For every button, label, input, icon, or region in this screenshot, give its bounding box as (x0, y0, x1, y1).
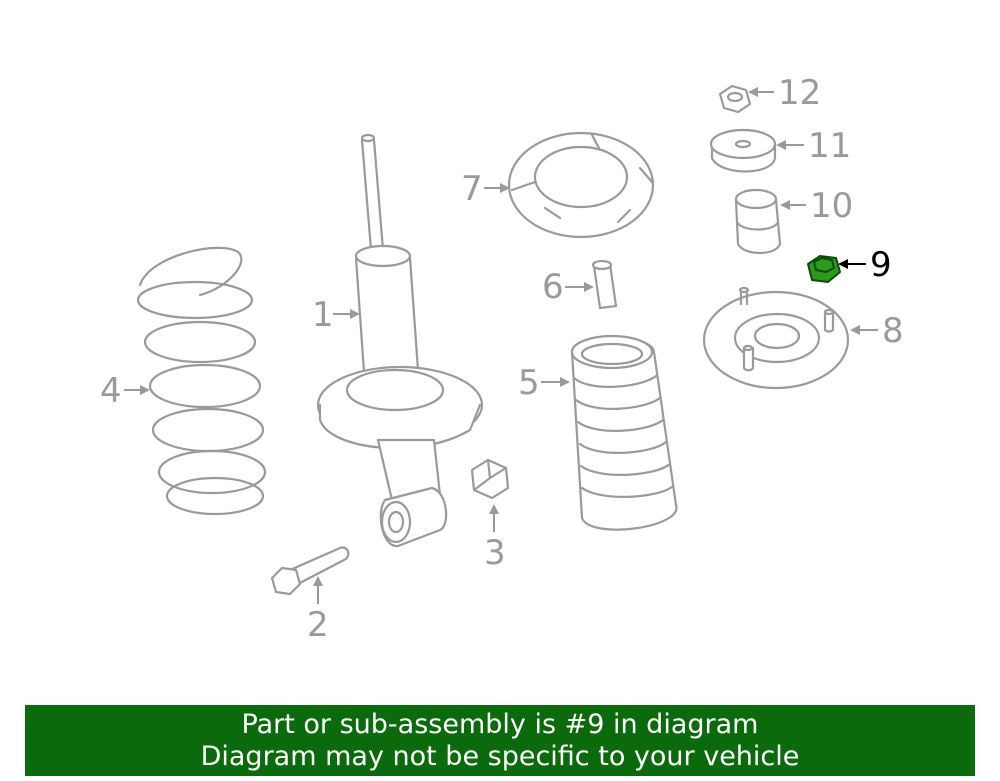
bushing-part[interactable] (734, 188, 782, 255)
svg-text:2: 2 (307, 605, 329, 645)
callout-9: 9 (838, 245, 892, 285)
spring-seat-part[interactable] (507, 131, 655, 239)
callout-7: 7 (461, 169, 510, 209)
svg-text:11: 11 (808, 126, 851, 166)
coil-spring-part[interactable] (136, 246, 267, 516)
svg-text:4: 4 (100, 371, 122, 411)
svg-text:7: 7 (461, 169, 483, 209)
callout-2: 2 (307, 576, 329, 645)
strut-assembly-part[interactable] (316, 133, 484, 548)
banner-line-2: Diagram may not be specific to your vehi… (200, 741, 800, 772)
info-banner: Part or sub-assembly is #9 in diagram Di… (25, 705, 975, 776)
svg-text:6: 6 (542, 267, 564, 307)
bump-stop-part[interactable] (591, 259, 618, 310)
callout-4: 4 (100, 371, 150, 411)
svg-text:12: 12 (778, 73, 821, 113)
callout-6: 6 (542, 267, 594, 307)
callout-8: 8 (850, 311, 904, 351)
callout-12: 12 (748, 73, 821, 113)
top-nut-part[interactable] (718, 84, 752, 114)
banner-line-1: Part or sub-assembly is #9 in diagram (241, 709, 759, 740)
callout-1: 1 (312, 295, 360, 335)
highlighted-nut-part[interactable] (807, 255, 841, 283)
strut-mount-part[interactable] (702, 286, 850, 390)
callout-3: 3 (484, 504, 506, 573)
washer-part[interactable] (709, 128, 777, 173)
dust-boot-part[interactable] (570, 334, 678, 531)
callout-11: 11 (776, 126, 851, 166)
svg-text:10: 10 (810, 186, 853, 226)
callout-5: 5 (518, 363, 570, 403)
svg-text:9: 9 (870, 245, 892, 285)
svg-text:5: 5 (518, 363, 540, 403)
nut-part[interactable] (470, 458, 510, 500)
callout-10: 10 (780, 186, 853, 226)
svg-text:3: 3 (484, 533, 506, 573)
parts-diagram: 4 1 2 3 (100, 73, 904, 645)
bolt-part[interactable] (270, 546, 350, 596)
svg-text:1: 1 (312, 295, 334, 335)
svg-text:8: 8 (882, 311, 904, 351)
